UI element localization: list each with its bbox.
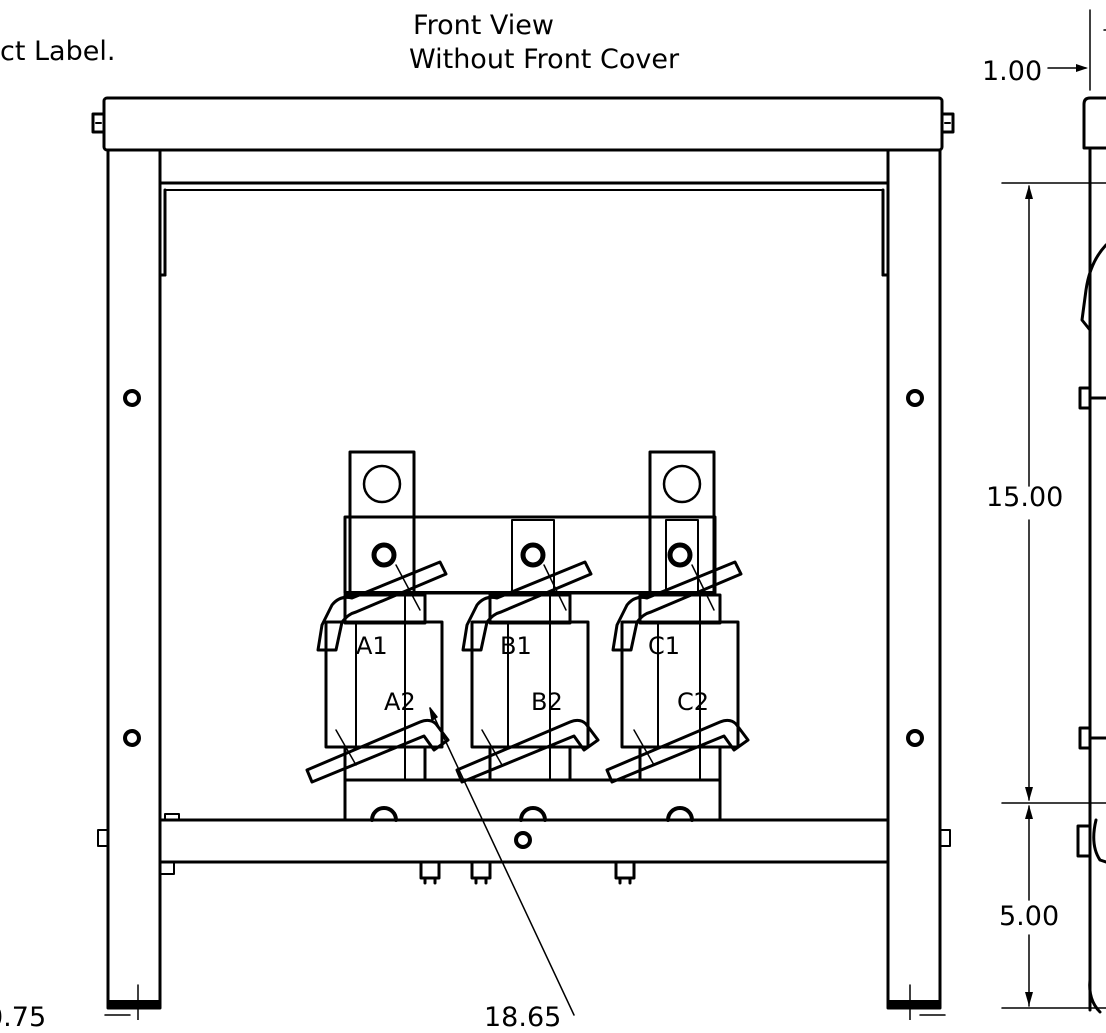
dimension-bottom-center-fragment: 18.65 [484, 1002, 562, 1033]
coil-b [470, 593, 590, 782]
terminal-lug [648, 450, 716, 596]
upper-yoke [343, 515, 717, 595]
lower-lead [305, 718, 450, 784]
bottom-rail [158, 818, 890, 864]
left-post [106, 148, 162, 1010]
rail-bolt [470, 860, 492, 885]
top-rail [102, 96, 944, 152]
lower-lead [605, 718, 750, 784]
dimension-bottom-left-fragment: 0.75 [0, 1002, 47, 1033]
coil-label-b1: B1 [500, 632, 532, 660]
dimension-height-lower: 5.00 [999, 901, 1060, 932]
reactor-core [305, 450, 750, 822]
post-hole [123, 729, 141, 747]
upper-lead [316, 560, 448, 652]
post-hole [906, 729, 924, 747]
coil-a [324, 593, 444, 782]
coil-label-a2: A2 [384, 688, 416, 716]
dimension-height-upper: 15.00 [986, 482, 1064, 513]
upper-lead [461, 560, 593, 652]
lower-yoke [343, 778, 722, 822]
coil-label-c2: C2 [677, 688, 710, 716]
post-hole [123, 389, 141, 407]
rail-bolt [419, 860, 441, 885]
lower-lead [455, 718, 600, 784]
coil-label-b2: B2 [531, 688, 563, 716]
dimension-top-offset: 1.00 [982, 56, 1043, 87]
coil-c [620, 593, 740, 782]
view-title-line1: Front View [413, 10, 554, 41]
right-post [886, 148, 942, 1010]
vertical-dimension [1001, 182, 1106, 1009]
side-view [1047, 9, 1106, 1014]
product-label-fragment: ct Label. [0, 36, 116, 67]
leader-line [429, 707, 575, 1016]
top-rail-left-tab [91, 112, 106, 134]
top-rail-right-tab [940, 112, 955, 134]
coil-label-c1: C1 [648, 632, 681, 660]
upper-lead [611, 560, 743, 652]
view-title-line2: Without Front Cover [409, 44, 680, 75]
terminal-lug [348, 450, 416, 596]
coil-label-a1: A1 [356, 632, 388, 660]
rail-bolt [614, 860, 636, 885]
post-hole [906, 389, 924, 407]
